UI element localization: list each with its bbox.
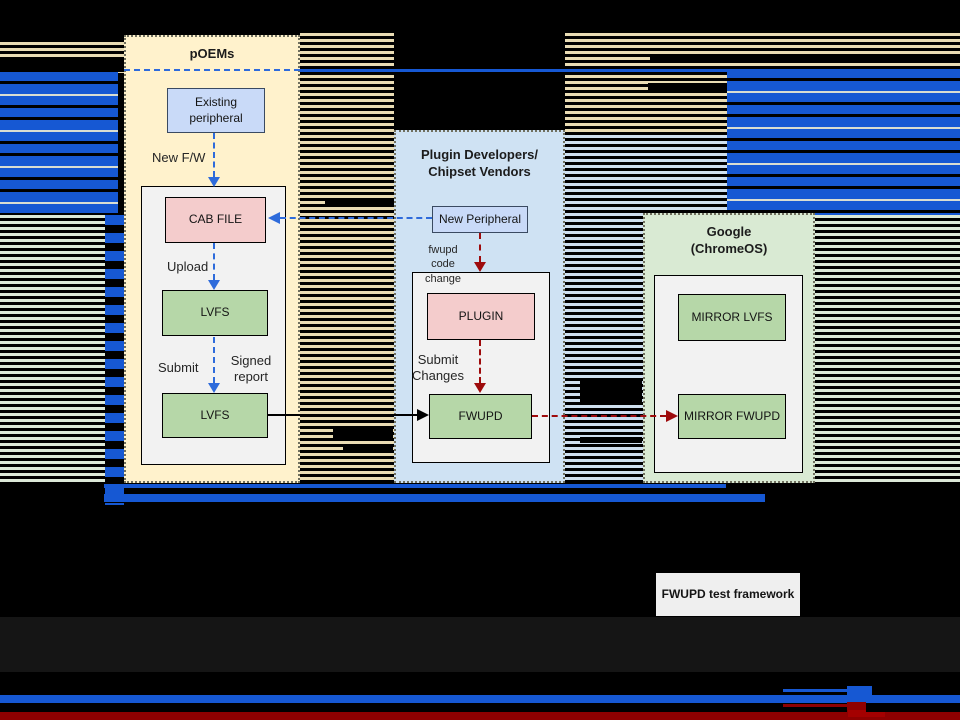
glitch-black-bar [343,445,393,453]
edge-new-peripheral-to-cab-line [280,217,432,219]
glitch-blue-bottom-bar [0,695,960,703]
edge-signed-report-label: Signed report [226,353,276,386]
glitch-black-bar [648,83,727,93]
glitch-dark-band [0,617,960,672]
lane-plugin-title-line1: Plugin Developers/ [420,147,539,162]
glitch-blue-block-left [0,72,118,215]
new-peripheral-label: New Peripheral [438,211,522,226]
signed-report-line2: report [234,369,268,385]
existing-peripheral-line2: peripheral [189,110,243,125]
edge-lvfs-to-fwupd-line [268,414,417,416]
lane-poems-title-text: pOEMs [189,46,235,61]
edge-fwupd-code-change-label: fwupd code change [413,243,473,286]
edge-new-fw-label: New F/W [152,150,205,166]
lane-plugin-title: Plugin Developers/ Chipset Vendors [394,147,565,181]
node-mirror-lvfs: MIRROR LVFS [678,294,786,341]
node-fwupd-test-framework: FWUPD test framework [656,573,800,616]
glitch-blue-tick [783,689,847,692]
glitch-stripes-mid-upper [565,135,727,213]
edge-new-fw-line [213,133,215,177]
fwupd-test-framework-label: FWUPD test framework [661,586,795,601]
glitch-black-bar [333,428,393,438]
glitch-black-bar [580,378,642,390]
edge-submit-label: Submit [158,360,198,376]
glitch-black-bar [650,55,960,62]
signed-report-line1: Signed [230,353,272,368]
node-lvfs-upper: LVFS [162,290,268,336]
node-existing-peripheral: Existing peripheral [167,88,265,133]
lane-google-title-line2: (ChromeOS) [690,240,768,256]
lvfs-upper-label: LVFS [200,305,230,320]
node-new-peripheral: New Peripheral [432,206,528,233]
plugin-label: PLUGIN [458,308,504,323]
lane-plugin-title-line2: Chipset Vendors [428,163,531,179]
edge-submit-arrowhead [208,383,220,393]
edge-submit-changes-line [479,340,481,383]
fwupd-code-change-line2: code change [424,258,462,285]
new-fw-text: New F/W [152,150,206,165]
fwupd-code-change-line1: fwupd [428,244,458,256]
cab-file-label: CAB FILE [188,212,243,227]
edge-fwupd-to-mirror-line [532,415,666,417]
edge-fwupd-code-change-line [479,233,481,262]
glitch-red-bright-segment [848,710,885,717]
edge-submit-line [213,337,215,383]
node-lvfs-lower: LVFS [162,393,268,438]
glitch-stripes-left-lower [0,215,105,485]
submit-changes-line2: Changes [411,368,465,384]
glitch-stripes-right-lower [815,215,960,483]
glitch-blue-bar-under-lanes-1 [104,484,726,488]
edge-upload-arrowhead [208,280,220,290]
edge-submit-changes-label: Submit Changes [406,352,470,385]
poems-dashed-separator [124,69,300,71]
submit-text: Submit [158,360,199,375]
glitch-blue-bar-under-lanes-2 [104,494,765,502]
lane-google-title-line1: Google [706,224,752,239]
edge-lvfs-to-fwupd-arrowhead [417,409,429,421]
glitch-blue-row [300,69,960,72]
glitch-black-bar [580,393,642,405]
node-cab-file: CAB FILE [165,197,266,243]
fwupd-label: FWUPD [458,408,503,423]
glitch-red-tick [783,704,847,707]
glitch-black-top-left [0,57,124,69]
lvfs-lower-label: LVFS [200,407,230,422]
glitch-stripes-top-right [727,33,960,69]
submit-changes-line1: Submit [417,352,459,367]
upload-text: Upload [167,259,209,274]
glitch-stripes-column-left-of-plugin [300,33,394,483]
node-mirror-fwupd: MIRROR FWUPD [678,394,786,439]
glitch-red-bottom-bar [0,712,960,720]
edge-new-fw-arrowhead [208,177,220,187]
edge-new-peripheral-to-cab-arrowhead [268,212,280,224]
edge-fwupd-to-mirror-arrowhead [666,410,678,422]
lane-poems-title: pOEMs [124,46,300,63]
glitch-blue-block-right [727,69,960,215]
mirror-fwupd-label: MIRROR FWUPD [684,408,780,423]
edge-submit-changes-arrowhead [474,383,486,393]
lane-google-title: Google (ChromeOS) [643,224,815,258]
glitch-black-bar [580,437,642,443]
edge-upload-line [213,243,215,280]
glitch-red-square [847,702,866,713]
glitch-blue-dash-column [105,215,124,505]
edge-fwupd-code-change-arrowhead [474,262,486,272]
mirror-lvfs-label: MIRROR LVFS [691,309,773,324]
edge-upload-label: Upload [167,259,208,275]
node-plugin: PLUGIN [427,293,535,340]
glitch-black-bar [325,200,395,207]
node-fwupd: FWUPD [429,394,532,439]
glitch-black-tick [866,709,890,712]
existing-peripheral-line1: Existing [194,94,238,109]
